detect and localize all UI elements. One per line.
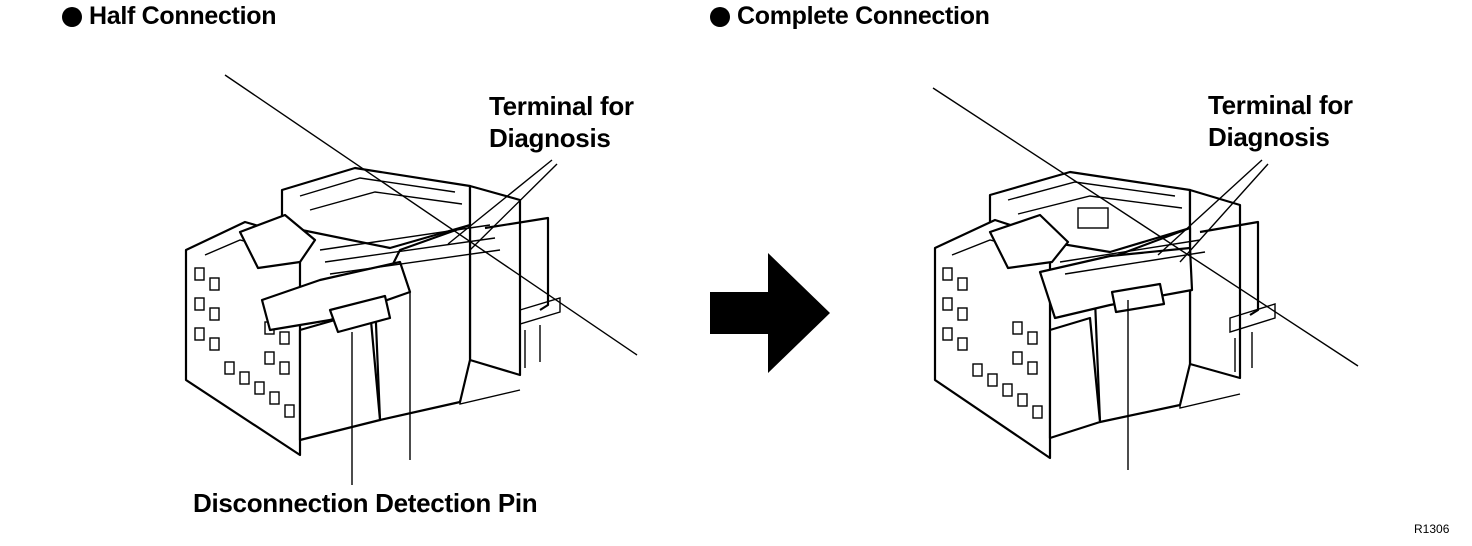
callout-disconnection-detection-pin: Disconnection Detection Pin <box>193 487 538 519</box>
callout-terminal-for-diagnosis-half: Terminal for Diagnosis <box>489 90 634 154</box>
leader-line-long-left <box>224 74 638 356</box>
heading-complete-connection-text: Complete Connection <box>737 2 990 30</box>
heading-complete-connection: Complete Connection <box>710 2 990 31</box>
callout-terminal-half-line2: Diagnosis <box>489 123 611 153</box>
half-connection-connector <box>184 166 561 457</box>
callout-terminal-complete-line2: Diagnosis <box>1208 122 1330 152</box>
right-arrow-icon <box>710 253 830 373</box>
heading-half-connection-text: Half Connection <box>89 2 277 30</box>
callout-terminal-half-line1: Terminal for <box>489 91 634 121</box>
callout-detection-pin-text: Disconnection Detection Pin <box>193 488 538 518</box>
bullet-icon <box>62 6 82 27</box>
heading-half-connection: Half Connection <box>62 2 276 31</box>
leader-line-long-right <box>932 87 1359 367</box>
callout-terminal-complete-line1: Terminal for <box>1208 90 1353 120</box>
leader-line-terminal-right-2 <box>1179 163 1269 263</box>
complete-connection-connector <box>933 170 1276 460</box>
leader-line-terminal-left-1 <box>447 159 553 245</box>
figure-reference: R1306 <box>1414 522 1450 536</box>
bullet-icon <box>710 6 730 27</box>
callout-terminal-for-diagnosis-complete: Terminal for Diagnosis <box>1208 89 1353 153</box>
leader-line-terminal-right-1 <box>1157 159 1263 256</box>
leader-line-terminal-left-2 <box>469 163 558 251</box>
